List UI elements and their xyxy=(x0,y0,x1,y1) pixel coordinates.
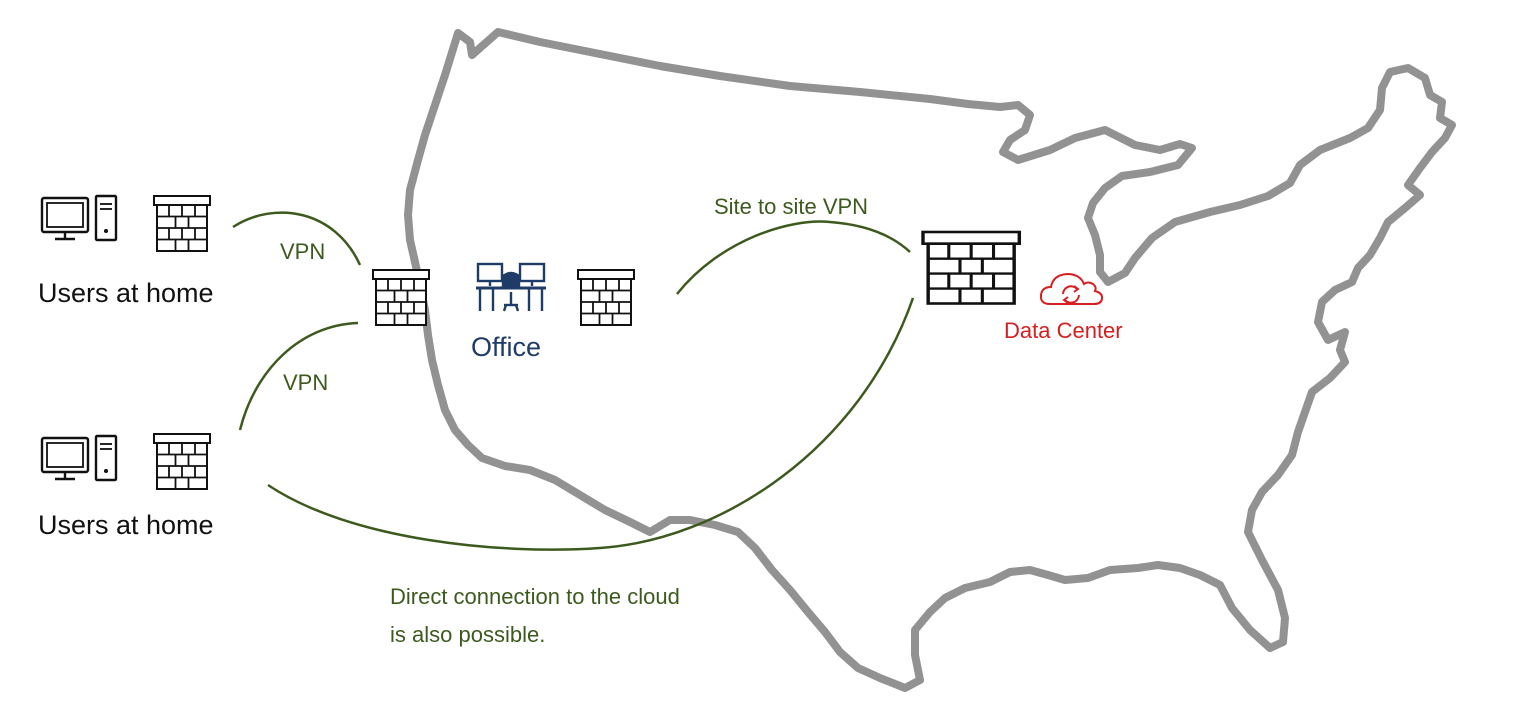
desktop-computer-icon xyxy=(40,194,118,242)
firewall-brick-icon xyxy=(921,230,1022,306)
site-to-site-connection xyxy=(676,220,911,295)
direct-connection-note-line2: is also possible. xyxy=(390,621,546,647)
vpn-connection-top xyxy=(232,211,362,266)
office-label: Office xyxy=(471,332,542,362)
firewall-brick-icon xyxy=(372,269,430,326)
firewall-brick-icon xyxy=(577,269,635,326)
firewall-brick-icon xyxy=(153,433,211,490)
direct-connection-note-line1: Direct connection to the cloud xyxy=(390,584,680,609)
vpn-connection-bottom xyxy=(238,321,359,431)
cloud-sync-icon xyxy=(1039,272,1104,305)
site-to-site-vpn-label: Site to site VPN xyxy=(714,194,869,219)
vpn-label: VPN xyxy=(283,370,329,395)
desktop-computer-icon xyxy=(40,434,118,482)
users-at-home-label: Users at home xyxy=(38,510,214,540)
firewall-brick-icon xyxy=(153,195,211,252)
users-at-home-label: Users at home xyxy=(38,278,214,308)
direct-cloud-connection xyxy=(267,297,915,551)
data-center-label: Data Center xyxy=(1004,318,1123,343)
vpn-label: VPN xyxy=(280,239,326,264)
office-desks-icon xyxy=(476,262,546,312)
us-map-outline xyxy=(404,28,1456,692)
direct-connection-note: Direct connection to the cloud is also p… xyxy=(390,578,790,654)
